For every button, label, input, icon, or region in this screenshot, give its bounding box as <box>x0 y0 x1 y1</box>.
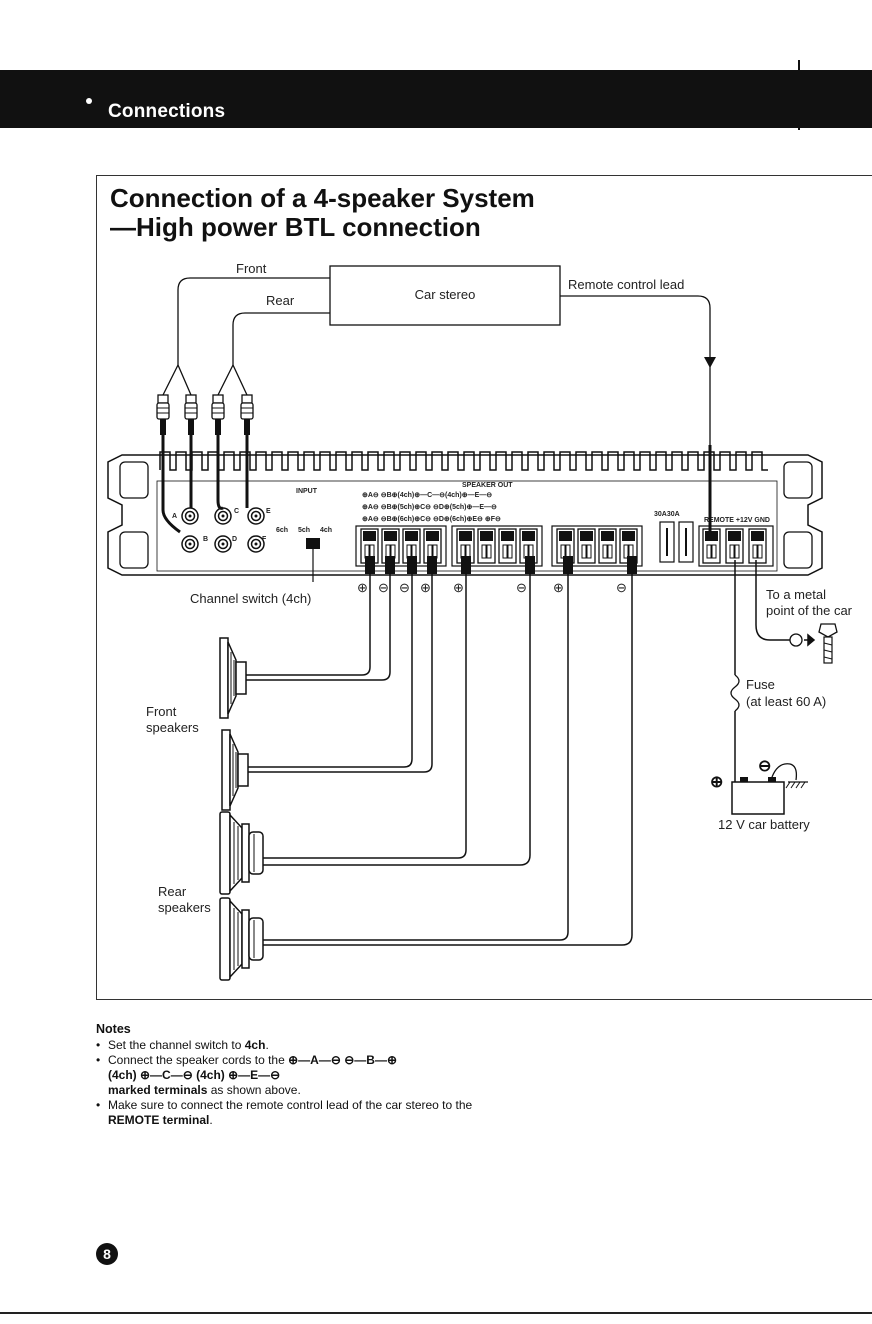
fuse-label: 30A30A <box>654 511 680 518</box>
note-text: . <box>265 1038 269 1052</box>
arrow-icon <box>804 633 816 647</box>
rca-jack-icon <box>181 535 199 553</box>
note-text: Connect the speaker cords to the <box>108 1053 289 1067</box>
note-text: Make sure to connect the remote control … <box>108 1098 473 1112</box>
rca-jack-icon <box>247 507 265 525</box>
front-speakers-label: speakers <box>146 720 199 735</box>
channel-letter: B <box>203 536 208 543</box>
channel-switch-label: Channel switch (4ch) <box>190 591 311 606</box>
rca-plug-icon <box>240 394 254 436</box>
header-bar <box>0 70 872 128</box>
terminal-row: ⊕A⊖ ⊖B⊕(6ch)⊕C⊖ ⊖D⊕(6ch)⊕E⊖ ⊕F⊖ <box>362 516 501 523</box>
rca-jack-icon <box>181 507 199 525</box>
switch-option: 4ch <box>320 527 332 534</box>
ground-terminal <box>748 528 767 564</box>
note-emphasis: (4ch) ⊕—C—⊖ (4ch) ⊕—E—⊖ <box>108 1068 281 1082</box>
page-title: Connection of a 4-speaker System <box>110 183 535 213</box>
terminal-row: ⊕A⊖ ⊖B⊕(5ch)⊕C⊖ ⊖D⊕(5ch)⊕—E—⊖ <box>362 504 497 511</box>
front-lead-label: Front <box>236 261 267 276</box>
note-item: Set the channel switch to 4ch. <box>96 1038 496 1053</box>
header-tick <box>798 60 800 130</box>
polarity-mark: ⊖ <box>378 580 389 595</box>
remote-lead-label: Remote control lead <box>568 277 684 292</box>
rear-speakers-label: Rear <box>158 884 187 899</box>
wiring-diagram: Car stereo Front Rear Remote control lea… <box>107 261 853 981</box>
channel-letter: A <box>172 513 177 520</box>
rca-plug-icon <box>211 394 225 436</box>
note-emphasis: ⊕—A—⊖ ⊖—B—⊕ <box>288 1053 397 1067</box>
metal-point-label: point of the car <box>766 603 853 618</box>
note-item: Make sure to connect the remote control … <box>96 1098 496 1128</box>
note-text: as shown above. <box>207 1083 301 1097</box>
fuse-label: Fuse <box>746 677 775 692</box>
input-label: INPUT <box>296 488 318 495</box>
rca-jack-icon <box>214 507 232 525</box>
channel-letter: F <box>262 536 267 543</box>
battery-label: 12 V car battery <box>718 817 810 832</box>
switch-option: 6ch <box>276 527 288 534</box>
note-emphasis: REMOTE terminal <box>108 1113 210 1127</box>
bolt-icon <box>818 623 838 664</box>
rca-jack-icon <box>214 535 232 553</box>
front-speakers-label: Front <box>146 704 177 719</box>
car-stereo-label: Car stereo <box>415 287 476 302</box>
rear-lead <box>232 312 330 365</box>
rear-speaker-icon <box>219 811 264 895</box>
polarity-mark: ⊖ <box>516 580 527 595</box>
page-subtitle: —High power BTL connection <box>110 212 481 242</box>
ring-terminal-icon <box>789 633 803 647</box>
rca-plug-icon <box>184 394 198 436</box>
polarity-mark: ⊕ <box>553 580 564 595</box>
channel-letter: E <box>266 508 271 515</box>
channel-switch[interactable] <box>306 538 320 549</box>
notes: Notes Set the channel switch to 4ch. Con… <box>96 1022 496 1128</box>
polarity-mark: ⊖ <box>399 580 410 595</box>
battery-minus: ⊖ <box>758 758 771 775</box>
diagram-frame <box>96 175 872 1000</box>
rear-speaker-icon <box>219 897 264 981</box>
bottom-rule <box>0 1312 872 1314</box>
note-emphasis: 4ch <box>244 1038 266 1052</box>
channel-letter: C <box>234 508 239 515</box>
channel-letter: D <box>232 536 237 543</box>
rear-speakers-label: speakers <box>158 900 211 915</box>
ground-symbol-icon <box>785 781 808 789</box>
car-stereo-box <box>329 265 561 326</box>
section-title: Connections <box>108 101 226 122</box>
note-text: . <box>209 1113 213 1127</box>
battery-plus: ⊕ <box>710 774 723 791</box>
power-terminal <box>725 528 744 564</box>
front-lead <box>177 277 330 365</box>
metal-point-label: To a metal <box>766 587 826 602</box>
polarity-mark: ⊕ <box>420 580 431 595</box>
power-terminals-label: REMOTE +12V GND <box>704 517 770 524</box>
front-speaker-icon <box>219 637 247 719</box>
polarity-mark: ⊕ <box>357 580 368 595</box>
note-item: Connect the speaker cords to the ⊕—A—⊖ ⊖… <box>96 1053 496 1098</box>
rca-plug-icon <box>156 394 170 436</box>
fuse-rating-label: (at least 60 A) <box>746 694 826 709</box>
inline-fuse-icon <box>730 674 740 712</box>
notes-title: Notes <box>96 1022 131 1036</box>
note-emphasis: marked terminals <box>108 1083 208 1097</box>
ground-cable <box>755 560 790 641</box>
header-bullet <box>86 98 92 104</box>
front-speaker-icon <box>221 729 249 811</box>
polarity-mark: ⊖ <box>616 580 627 595</box>
polarity-mark: ⊕ <box>453 580 464 595</box>
terminal-row: ⊕A⊖ ⊖B⊕(4ch)⊕—C—⊖(4ch)⊕—E—⊖ <box>362 492 492 499</box>
speaker-out-label: SPEAKER OUT <box>462 482 513 489</box>
page-number: 8 <box>96 1243 118 1265</box>
note-text: Set the channel switch to <box>108 1038 245 1052</box>
switch-option: 5ch <box>298 527 310 534</box>
remote-lead <box>560 295 711 445</box>
rear-lead-label: Rear <box>266 293 295 308</box>
speaker-out-terminals <box>355 525 643 567</box>
battery-icon <box>731 777 785 815</box>
speaker-cords <box>246 563 633 946</box>
notes-list: Set the channel switch to 4ch. Connect t… <box>96 1038 496 1128</box>
amplifier <box>107 451 823 576</box>
